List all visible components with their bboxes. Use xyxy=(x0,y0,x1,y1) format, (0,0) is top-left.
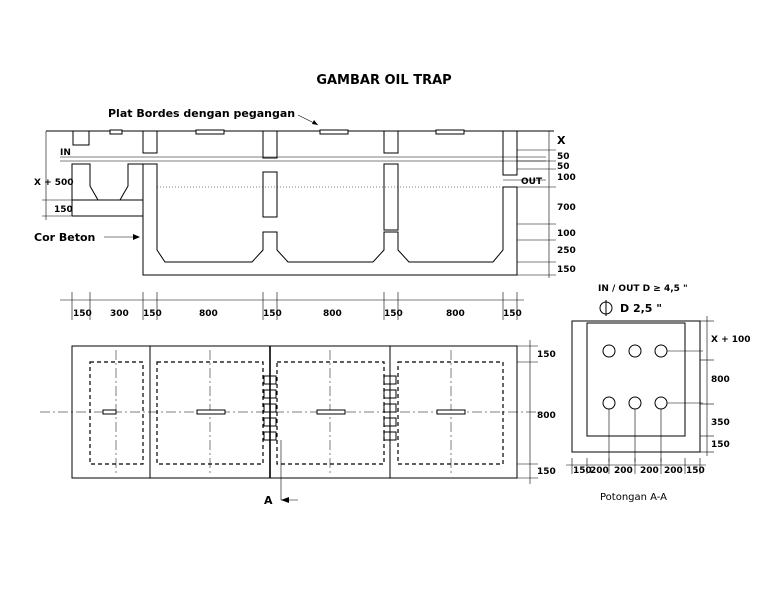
longitudinal-section: IN OUT X + 500 150 xyxy=(34,129,576,278)
in-label: IN xyxy=(60,148,71,158)
right-dim: 150 xyxy=(557,265,576,275)
right-dim: X xyxy=(557,134,566,147)
out-label: OUT xyxy=(521,177,543,187)
cover-plate xyxy=(195,129,225,135)
section-bottom-dim: 150 xyxy=(573,466,592,476)
bottom-dim: 150 xyxy=(263,309,282,319)
cor-beton-label: Cor Beton xyxy=(34,231,95,244)
left-dim-x500: X + 500 xyxy=(34,178,74,188)
section-bottom-dim: 200 xyxy=(614,466,633,476)
pipe-diameter: D 2,5 " xyxy=(620,302,662,315)
section-right-dim: X + 100 xyxy=(711,335,751,345)
section-right-dim: 150 xyxy=(711,440,730,450)
bottom-dim: 300 xyxy=(110,309,129,319)
section-bottom-dim: 200 xyxy=(640,466,659,476)
cover-plate xyxy=(435,129,465,135)
section-right-dim: 800 xyxy=(711,375,730,385)
right-dim: 50 xyxy=(557,152,570,162)
right-dim: 100 xyxy=(557,173,576,183)
cross-section-a-a: IN / OUT D ≥ 4,5 " D 2,5 " X + 100 800 3… xyxy=(566,284,751,503)
plan-right-dim: 800 xyxy=(537,411,556,421)
section-bottom-dim: 150 xyxy=(686,466,705,476)
section-right-dim: 350 xyxy=(711,418,730,428)
bottom-dim: 800 xyxy=(446,309,465,319)
right-dim: 100 xyxy=(557,229,576,239)
bottom-dim: 150 xyxy=(73,309,92,319)
right-dim: 50 xyxy=(557,162,570,172)
right-dim: 700 xyxy=(557,203,576,213)
bottom-dim: 150 xyxy=(384,309,403,319)
plan-view: A 150 800 150 xyxy=(40,340,556,507)
plat-bordes-label: Plat Bordes dengan pegangan xyxy=(108,107,295,120)
bottom-dim: 800 xyxy=(199,309,218,319)
pipe-spec: IN / OUT D ≥ 4,5 " xyxy=(598,284,688,294)
section-ref-a: A xyxy=(264,494,273,507)
section-bottom-dim: 200 xyxy=(590,466,609,476)
bottom-dim: 800 xyxy=(323,309,342,319)
section-caption: Potongan A-A xyxy=(600,492,667,503)
right-dim: 250 xyxy=(557,246,576,256)
bottom-dim: 150 xyxy=(503,309,522,319)
cover-plate xyxy=(109,129,123,135)
cover-plate xyxy=(319,129,349,135)
left-dim-150: 150 xyxy=(54,205,73,215)
plan-right-dim: 150 xyxy=(537,467,556,477)
drawing-title: GAMBAR OIL TRAP xyxy=(316,73,451,88)
section-bottom-dim: 200 xyxy=(664,466,683,476)
plan-right-dim: 150 xyxy=(537,350,556,360)
bottom-dimension-chain: 150 300 150 800 150 800 150 800 150 xyxy=(60,292,524,320)
bottom-dim: 150 xyxy=(143,309,162,319)
